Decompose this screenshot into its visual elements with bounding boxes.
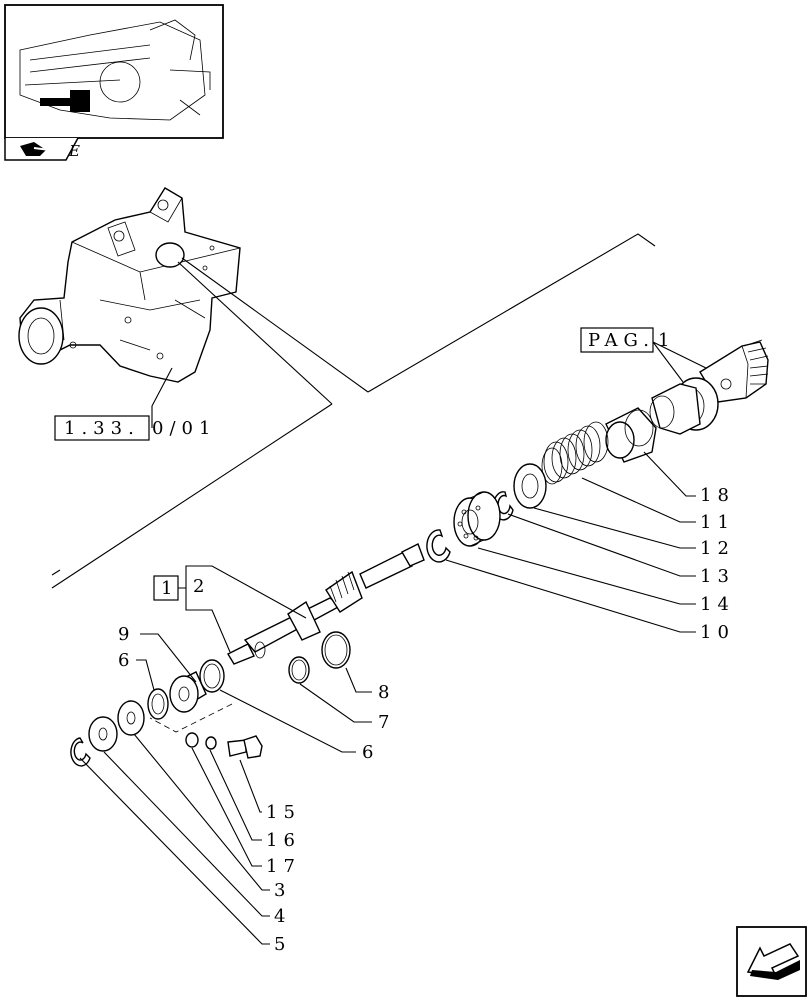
part-2-shaft	[227, 543, 425, 665]
kit-ref-num: 2	[193, 576, 210, 597]
part-14-bearing	[453, 491, 501, 547]
part-17-o-ring	[185, 732, 199, 748]
part-6-ring-lower	[147, 688, 169, 720]
section-ref-box-text: 1.33.	[64, 418, 140, 439]
inset-tab-label: E	[68, 142, 80, 160]
splined-hub	[649, 339, 769, 435]
part-5-circlip	[70, 737, 91, 767]
book-tab-icon	[20, 142, 51, 156]
callout-8: 8	[378, 682, 395, 703]
kit-ref-box-text: 1	[161, 578, 178, 599]
callout-10: 10	[700, 622, 735, 643]
part-8-o-ring	[321, 631, 351, 669]
section-ref-tail: 0/01	[152, 418, 216, 439]
part-9-bush	[169, 671, 207, 713]
part-4-washer	[88, 716, 118, 752]
page-ref-num: 1	[658, 330, 675, 351]
arrow-back-icon	[746, 943, 800, 980]
callout-4: 4	[274, 906, 291, 927]
part-11-spring	[541, 421, 609, 485]
callout-6-right: 6	[362, 742, 379, 763]
callout-17: 17	[266, 856, 301, 877]
section-reference[interactable]: 1.33. 0/01	[54, 415, 216, 441]
housing-assembly	[18, 187, 241, 383]
callout-11: 11	[700, 512, 735, 533]
part-3-washer	[117, 700, 145, 736]
callout-16: 16	[266, 830, 301, 851]
part-12-washer	[513, 463, 547, 509]
book-tab[interactable]: E	[4, 137, 80, 161]
part-15-plug	[227, 735, 263, 759]
callout-18: 18	[700, 485, 735, 506]
callout-7: 7	[378, 712, 395, 733]
callout-6-left: 6	[118, 650, 135, 671]
callout-3: 3	[274, 880, 291, 901]
inset-thumbnail[interactable]	[4, 4, 224, 139]
back-nav-button[interactable]	[736, 926, 807, 997]
part-18-sleeve	[605, 407, 657, 463]
page-ref-box-text: PAG.	[588, 330, 655, 351]
callout-labels: 18 11 12 13 14 10 8 7 6 9 6 15 16 17 3 4…	[118, 485, 735, 955]
part-16-o-ring	[205, 736, 217, 750]
callout-15: 15	[266, 802, 301, 823]
part-6-o-ring-upper	[199, 659, 225, 693]
callout-5: 5	[274, 934, 291, 955]
part-10-snap-ring	[426, 529, 451, 563]
callout-9: 9	[118, 624, 135, 645]
page-reference[interactable]: PAG. 1	[580, 327, 675, 353]
callout-14: 14	[700, 594, 735, 615]
callout-13: 13	[700, 566, 735, 587]
callout-12: 12	[700, 538, 735, 559]
part-7-o-ring	[288, 656, 310, 684]
